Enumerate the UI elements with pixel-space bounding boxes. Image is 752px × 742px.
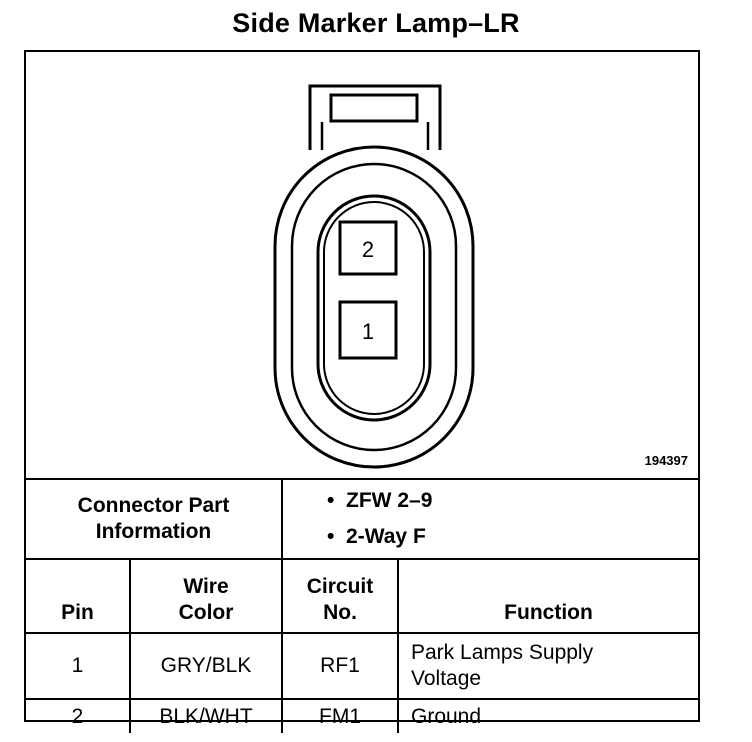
connector-face-view: 2 1: [273, 84, 475, 469]
connector-housing-middle: [290, 162, 458, 452]
header-circuit-no: Circuit No.: [281, 558, 399, 634]
cell-wire-color: GRY/BLK: [129, 632, 283, 700]
connector-info-values: • ZFW 2–9 • 2-Way F: [280, 478, 699, 560]
header-pin: Pin: [26, 558, 131, 634]
connector-sheet: 2 1 194397 Connector Part Information • …: [24, 50, 700, 733]
connector-cavity: [316, 194, 432, 422]
connector-info-row: Connector Part Information • ZFW 2–9 • 2…: [26, 478, 699, 560]
locking-tab: [308, 84, 442, 150]
connector-diagram: 2 1 194397: [26, 52, 698, 478]
pin-1-label: 1: [362, 319, 374, 344]
connector-info-item: • 2-Way F: [327, 525, 426, 548]
header-function: Function: [396, 558, 699, 634]
page-title: Side Marker Lamp–LR: [232, 8, 520, 38]
cell-function: Ground: [396, 698, 699, 733]
cell-pin: 2: [26, 698, 131, 733]
table-row: 2 BLK/WHT FM1 Ground: [26, 698, 699, 733]
connector-info-item: • ZFW 2–9: [327, 489, 433, 512]
pin-1-terminal: [338, 300, 398, 360]
connector-info-label: Connector Part Information: [26, 478, 283, 560]
cell-circuit: RF1: [281, 632, 399, 700]
figure-reference-number: 194397: [644, 453, 688, 468]
connector-pinout-table: Connector Part Information • ZFW 2–9 • 2…: [26, 478, 699, 733]
table-header-row: Pin Wire Color Circuit No. Function: [26, 558, 699, 634]
cell-circuit: FM1: [281, 698, 399, 733]
pin-2-terminal: [338, 220, 398, 276]
table-row: 1 GRY/BLK RF1 Park Lamps Supply Voltage: [26, 632, 699, 700]
header-wire-color: Wire Color: [129, 558, 283, 634]
cell-function: Park Lamps Supply Voltage: [396, 632, 699, 700]
pin-2-label: 2: [362, 237, 374, 262]
connector-cavity-inner: [323, 201, 425, 415]
cell-pin: 1: [26, 632, 131, 700]
cell-wire-color: BLK/WHT: [129, 698, 283, 733]
